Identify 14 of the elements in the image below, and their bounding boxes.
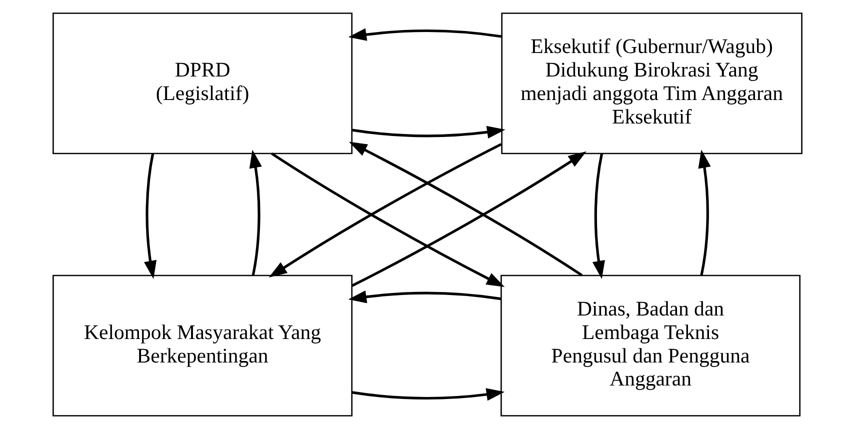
arrow [352, 151, 586, 287]
arrow [348, 142, 583, 276]
arrow [698, 150, 711, 276]
arrow [352, 388, 505, 401]
node-box: Eksekutif (Gubernur/Wagub) Didukung Birokrasi Yang menjadi anggota Tim Anggaran Eksekutif [501, 12, 802, 154]
node-box: Kelompok Masyarakat Yang Berkepentingan [52, 274, 352, 416]
arrow [352, 126, 506, 138]
arrow [144, 153, 157, 279]
arrow [348, 290, 501, 304]
arrow [592, 153, 605, 279]
arrow [249, 150, 262, 276]
arrow [348, 28, 502, 41]
node-box: DPRD (Legislatif) [52, 12, 352, 154]
node-box: Dinas, Badan dan Lembaga Teknis Pengusul dan Pengguna Anggaran [500, 274, 800, 416]
